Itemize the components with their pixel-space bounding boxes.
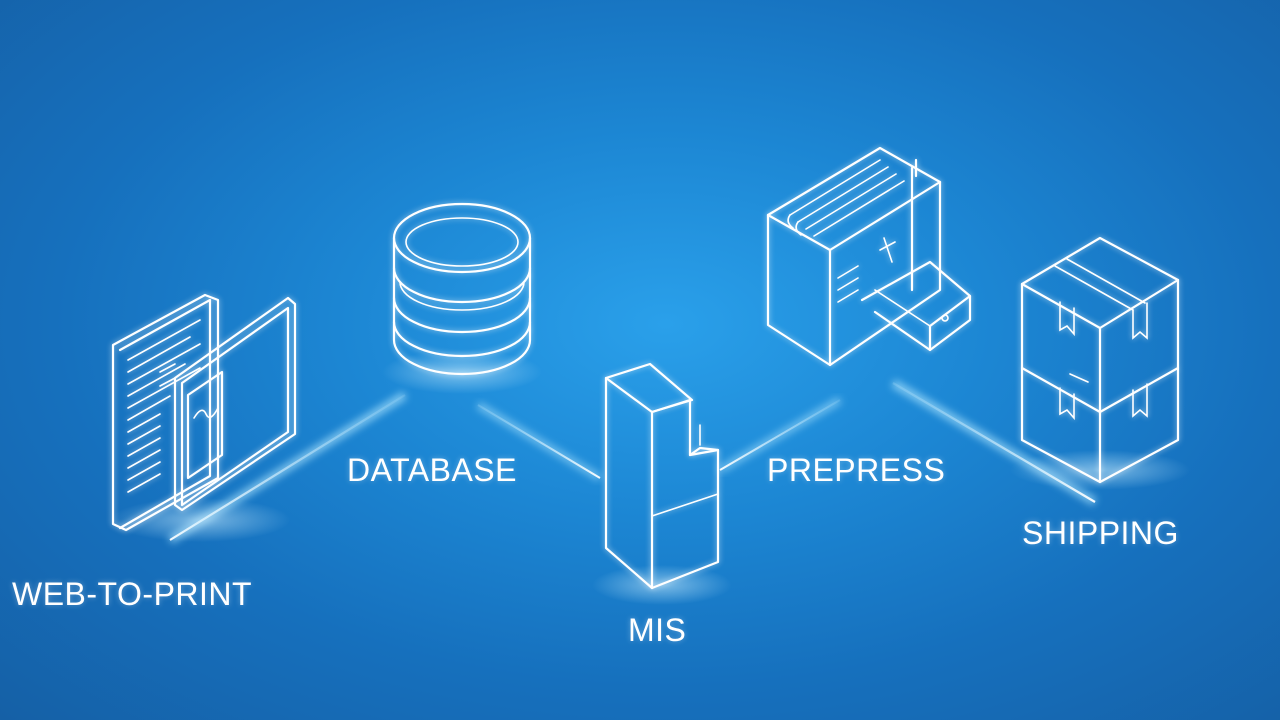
label-web-to-print: WEB-TO-PRINT xyxy=(12,576,253,612)
prepress-machine-icon xyxy=(766,146,972,367)
connector-mis-to-prepress xyxy=(718,396,842,474)
web-to-print-document-icon xyxy=(111,293,297,532)
label-database: DATABASE xyxy=(347,452,517,488)
label-mis: MIS xyxy=(628,612,687,648)
database-cylinder-icon xyxy=(392,202,532,376)
shipping-boxes-icon xyxy=(1020,236,1180,484)
label-shipping: SHIPPING xyxy=(1022,515,1179,551)
connector-database-to-mis xyxy=(476,401,602,482)
label-prepress: PREPRESS xyxy=(767,452,946,488)
mis-server-tower-icon xyxy=(604,362,720,590)
